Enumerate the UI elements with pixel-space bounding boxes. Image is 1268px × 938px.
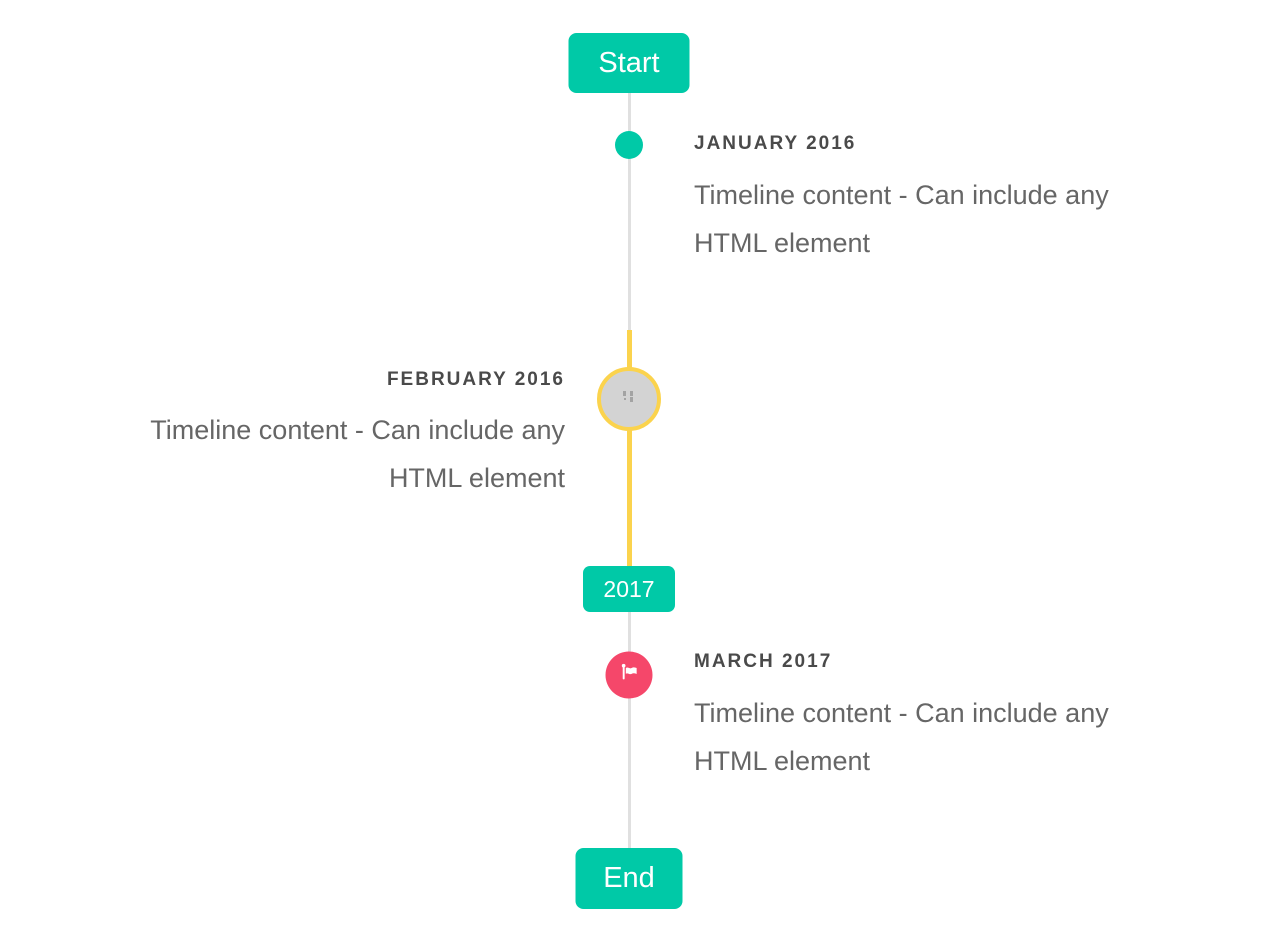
timeline-line-highlight bbox=[627, 330, 632, 566]
image-placeholder-marker bbox=[597, 367, 661, 431]
flag-icon bbox=[618, 662, 640, 689]
item-title: MARCH 2017 bbox=[694, 651, 833, 672]
item-content-line: HTML element bbox=[694, 746, 871, 776]
item-title: FEBRUARY 2016 bbox=[386, 369, 565, 390]
item-content: Timeline content - Can include any HTML … bbox=[694, 171, 1109, 267]
item-title: JANUARY 2016 bbox=[694, 133, 857, 154]
item-content-line: HTML element bbox=[388, 463, 565, 493]
dot-marker bbox=[615, 131, 643, 159]
item-content-line: Timeline content - Can include any bbox=[694, 698, 1109, 728]
item-content-line: HTML element bbox=[694, 228, 871, 258]
item-content-line: Timeline content - Can include any bbox=[694, 180, 1109, 210]
start-badge: Start bbox=[568, 33, 690, 93]
year-badge-2017: 2017 bbox=[583, 566, 675, 612]
item-content: Timeline content - Can include any HTML … bbox=[694, 689, 1109, 785]
end-badge: End bbox=[575, 848, 683, 909]
item-content-line: Timeline content - Can include any bbox=[150, 415, 565, 445]
broken-image-icon bbox=[622, 390, 636, 408]
item-content: Timeline content - Can include any HTML … bbox=[150, 406, 565, 502]
flag-marker bbox=[605, 651, 653, 699]
